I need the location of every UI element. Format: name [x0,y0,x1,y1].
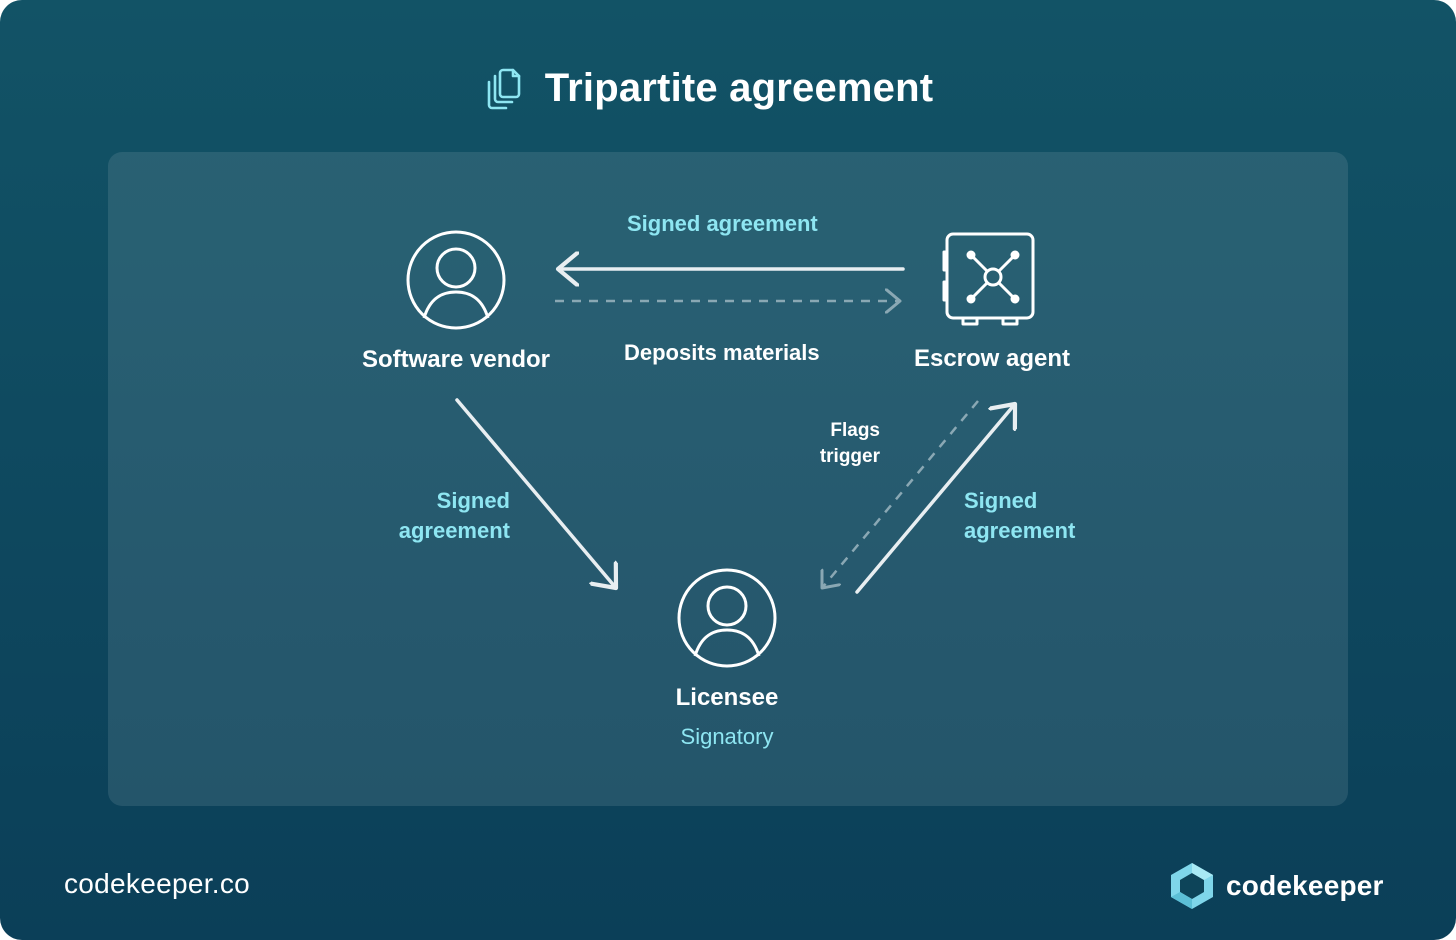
brand: codekeeper [1168,860,1384,912]
diagram-panel [108,152,1348,806]
vendor-user-icon [406,230,506,330]
edge-label-licensee-to-escrow: Signed agreement [964,486,1075,546]
footer-url[interactable]: codekeeper.co [64,868,251,899]
edge-label-line: Signed [436,488,510,513]
escrow-safe-icon [942,232,1035,326]
edge-label-escrow-to-licensee: Flags trigger [760,418,880,470]
edge-label-vendor-to-licensee: Signed agreement [360,486,510,546]
page-title: Tripartite agreement [544,65,934,110]
title-row: Tripartite agreement [0,58,1456,118]
arrow-vendor-to-licensee [455,398,616,588]
documents-icon [487,68,521,110]
arrow-licensee-to-escrow [855,404,1015,594]
licensee-user-icon [677,568,777,668]
edge-label-line: agreement [964,518,1076,543]
brand-name: codekeeper [1226,870,1384,901]
node-label-licensee: Licensee [675,684,779,711]
edge-label-line: Flags [830,420,880,441]
edge-label-line: agreement [398,518,510,543]
codekeeper-logo-icon [1171,863,1213,909]
edge-label-vendor-to-escrow: Deposits materials [624,340,820,365]
edge-label-line: trigger [819,446,880,467]
edge-label-escrow-to-vendor: Signed agreement [627,211,818,236]
node-label-escrow: Escrow agent [913,345,1071,372]
arrow-escrow-to-licensee-dashed [822,400,979,588]
node-label-vendor: Software vendor [361,346,551,373]
edge-label-line: Signed [964,488,1038,513]
node-sublabel-licensee: Signatory [680,724,774,749]
